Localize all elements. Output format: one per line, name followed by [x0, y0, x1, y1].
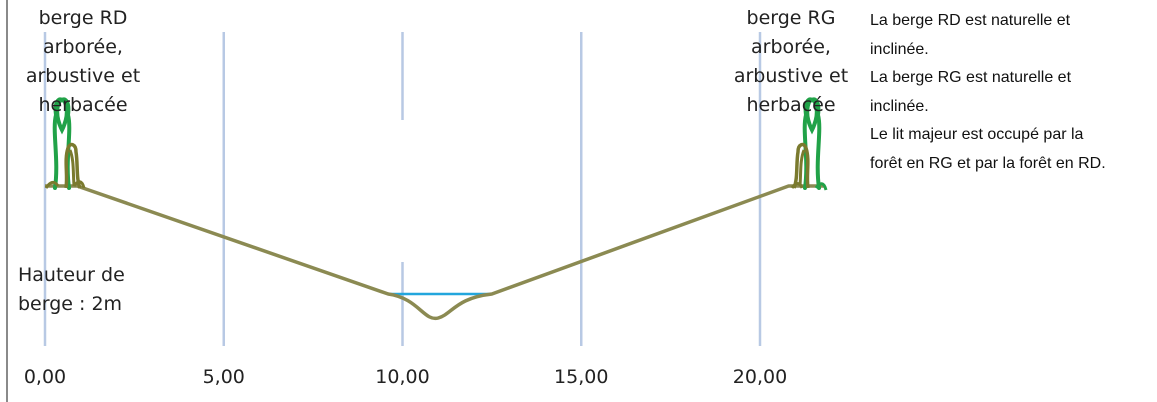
- tick-label-4: 20,00: [732, 366, 788, 388]
- bank-rg-line: herbacée: [746, 94, 836, 116]
- bank-rg-line: berge RG: [746, 7, 836, 29]
- terrain-profile: [45, 184, 825, 321]
- bank-height-label: Hauteur de berge : 2m: [18, 261, 158, 319]
- grid-lines: [43, 32, 762, 346]
- bank-height-line: Hauteur de: [18, 264, 125, 286]
- tree-rg-icon: [790, 97, 828, 191]
- tree-rd-icon: [44, 97, 86, 190]
- bank-label-rg: berge RG arborée, arbustive et herbacée: [716, 4, 866, 120]
- description-line: inclinée.: [870, 97, 929, 115]
- bank-rg-line: arborée,: [751, 36, 831, 58]
- tick-label-2: 10,00: [375, 366, 430, 388]
- bank-height-line: berge : 2m: [18, 293, 123, 315]
- terrain-line: [45, 184, 825, 321]
- tick-label-0: 0,00: [23, 366, 67, 388]
- description-text: La berge RD est naturelle et inclinée. L…: [870, 7, 1157, 178]
- tick-label-1: 5,00: [202, 366, 245, 388]
- tick-label-3: 15,00: [554, 366, 609, 388]
- cross-section-diagram: [43, 32, 828, 346]
- description-line: La berge RD est naturelle et: [870, 12, 1071, 29]
- bank-rd-line: berge RD: [38, 7, 128, 29]
- bank-label-rd: berge RD arborée, arbustive et herbacée: [8, 4, 158, 120]
- description-line: Le lit majeur est occupé par la: [870, 126, 1084, 143]
- bank-rg-line: arbustive et: [733, 65, 849, 87]
- bank-rd-line: arborée,: [43, 36, 123, 58]
- bank-rd-line: herbacée: [38, 94, 128, 116]
- description-line: La berge RG est naturelle et: [870, 69, 1072, 86]
- description-line: forêt en RG et par la forêt en RD.: [870, 154, 1106, 172]
- bank-rd-line: arbustive et: [25, 65, 141, 87]
- description-line: inclinée.: [870, 40, 929, 58]
- left-border: [0, 0, 8, 402]
